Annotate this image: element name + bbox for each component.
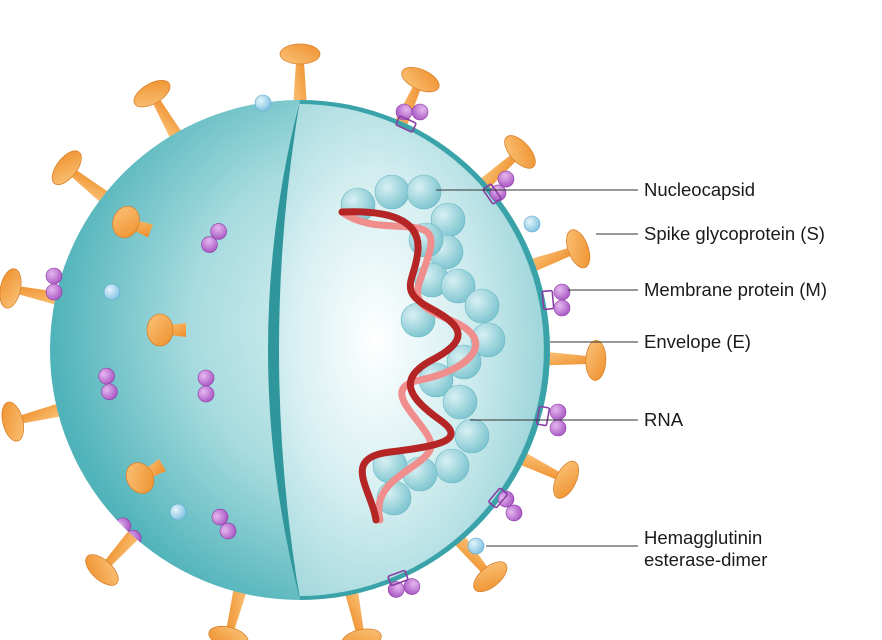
membrane-protein-subunit bbox=[219, 522, 237, 540]
label-he-line1: Hemagglutinin bbox=[644, 527, 763, 548]
nucleocapsid-bead bbox=[440, 268, 476, 304]
label-leader-lines bbox=[436, 189, 638, 547]
nucleocapsid-bead bbox=[464, 288, 500, 324]
label-spike-glycoprotein: Spike glycoprotein (S) bbox=[644, 223, 825, 244]
spike-head bbox=[208, 625, 249, 640]
spike-glycoprotein-face bbox=[146, 313, 186, 347]
membrane-anchor bbox=[482, 183, 502, 205]
membrane-protein-subunit bbox=[101, 383, 118, 401]
spike-glycoprotein bbox=[541, 339, 607, 381]
membrane-anchor bbox=[395, 115, 417, 133]
membrane-protein bbox=[497, 490, 523, 522]
rna-strand-back bbox=[338, 208, 480, 524]
virus-interior bbox=[271, 103, 544, 596]
spike-stalk bbox=[19, 401, 67, 424]
membrane-protein-subunit bbox=[197, 369, 215, 387]
label-hemagglutinin-esterase: Hemagglutinin esterase-dimer bbox=[644, 527, 874, 571]
nucleocapsid-bead bbox=[470, 322, 506, 358]
membrane-anchor bbox=[488, 487, 508, 509]
membrane-protein bbox=[553, 283, 571, 317]
spike-head bbox=[133, 80, 171, 108]
membrane-protein-subunit bbox=[553, 299, 571, 317]
spike-head bbox=[553, 460, 579, 499]
spike-head bbox=[1, 401, 25, 442]
cut-edge-crescent bbox=[268, 100, 300, 600]
membrane-protein bbox=[98, 367, 118, 401]
spike-head bbox=[279, 43, 321, 65]
nucleocapsid-bead bbox=[374, 174, 410, 210]
label-envelope: Envelope (E) bbox=[644, 331, 751, 352]
spike-glycoprotein bbox=[208, 583, 249, 640]
spike-head bbox=[112, 205, 140, 239]
nucleocapsid-bead bbox=[442, 384, 478, 420]
spike-glycoprotein-face bbox=[125, 458, 167, 494]
label-rna: RNA bbox=[644, 409, 684, 430]
hemagglutinin-esterase-dimer bbox=[254, 94, 272, 112]
membrane-protein bbox=[201, 223, 227, 253]
hemagglutinin-esterase-dimer bbox=[169, 503, 187, 521]
rna-strand bbox=[338, 208, 480, 524]
membrane-protein-subunit bbox=[197, 385, 215, 403]
spike-head bbox=[473, 561, 508, 593]
spike-head bbox=[585, 339, 607, 381]
membrane-protein-subunit bbox=[201, 236, 218, 253]
spike-glycoprotein bbox=[279, 43, 321, 108]
spike-stalk bbox=[525, 247, 572, 274]
spike-stalk bbox=[293, 62, 307, 108]
membrane-protein bbox=[549, 403, 567, 437]
hemagglutinin-esterase-dimer bbox=[467, 537, 485, 555]
spike-glycoprotein bbox=[514, 449, 579, 499]
nucleocapsid-bead bbox=[434, 448, 470, 484]
membrane-anchor bbox=[541, 289, 555, 311]
hemagglutinin-esterase-dimer bbox=[103, 283, 121, 301]
nucleocapsid-bead bbox=[454, 418, 490, 454]
membrane-protein bbox=[197, 369, 215, 403]
surface-proteins bbox=[98, 205, 237, 547]
membrane-protein-subunit bbox=[45, 283, 63, 301]
membrane-protein-subunit bbox=[549, 419, 567, 437]
spike-head bbox=[401, 66, 440, 93]
membrane-protein-subunit bbox=[553, 283, 571, 301]
envelope-embedded-proteins bbox=[45, 94, 571, 598]
hemagglutinin-esterase-dimer bbox=[523, 215, 541, 233]
membrane-protein bbox=[45, 267, 63, 301]
membrane-anchor bbox=[387, 569, 409, 587]
spike-stalk bbox=[514, 449, 561, 480]
spike-stalk bbox=[226, 583, 249, 631]
spike-stalk bbox=[541, 351, 588, 366]
membrane-protein-subunit bbox=[505, 504, 523, 522]
spike-glycoprotein bbox=[1, 401, 67, 442]
spike-glycoprotein-face bbox=[112, 205, 153, 239]
membrane-protein bbox=[211, 508, 237, 540]
nucleocapsid-bead bbox=[406, 174, 442, 210]
spike-glycoprotein bbox=[525, 229, 591, 274]
label-membrane-protein: Membrane protein (M) bbox=[644, 279, 828, 300]
membrane-anchor bbox=[535, 405, 551, 427]
spike-head bbox=[0, 268, 22, 309]
spike-head bbox=[125, 462, 155, 494]
membrane-protein-subunit bbox=[45, 267, 63, 285]
spike-head bbox=[51, 150, 82, 186]
rna-strand-front bbox=[338, 208, 462, 524]
spike-head bbox=[146, 313, 174, 347]
spike-head bbox=[566, 229, 591, 269]
label-he-line2: esterase-dimer bbox=[644, 549, 768, 570]
spike-stalk bbox=[343, 585, 364, 633]
spike-head bbox=[504, 135, 536, 169]
spike-head bbox=[85, 554, 119, 586]
membrane-protein-subunit bbox=[411, 103, 429, 121]
label-nucleocapsid: Nucleocapsid bbox=[644, 179, 756, 200]
membrane-protein-subunit bbox=[549, 403, 567, 421]
